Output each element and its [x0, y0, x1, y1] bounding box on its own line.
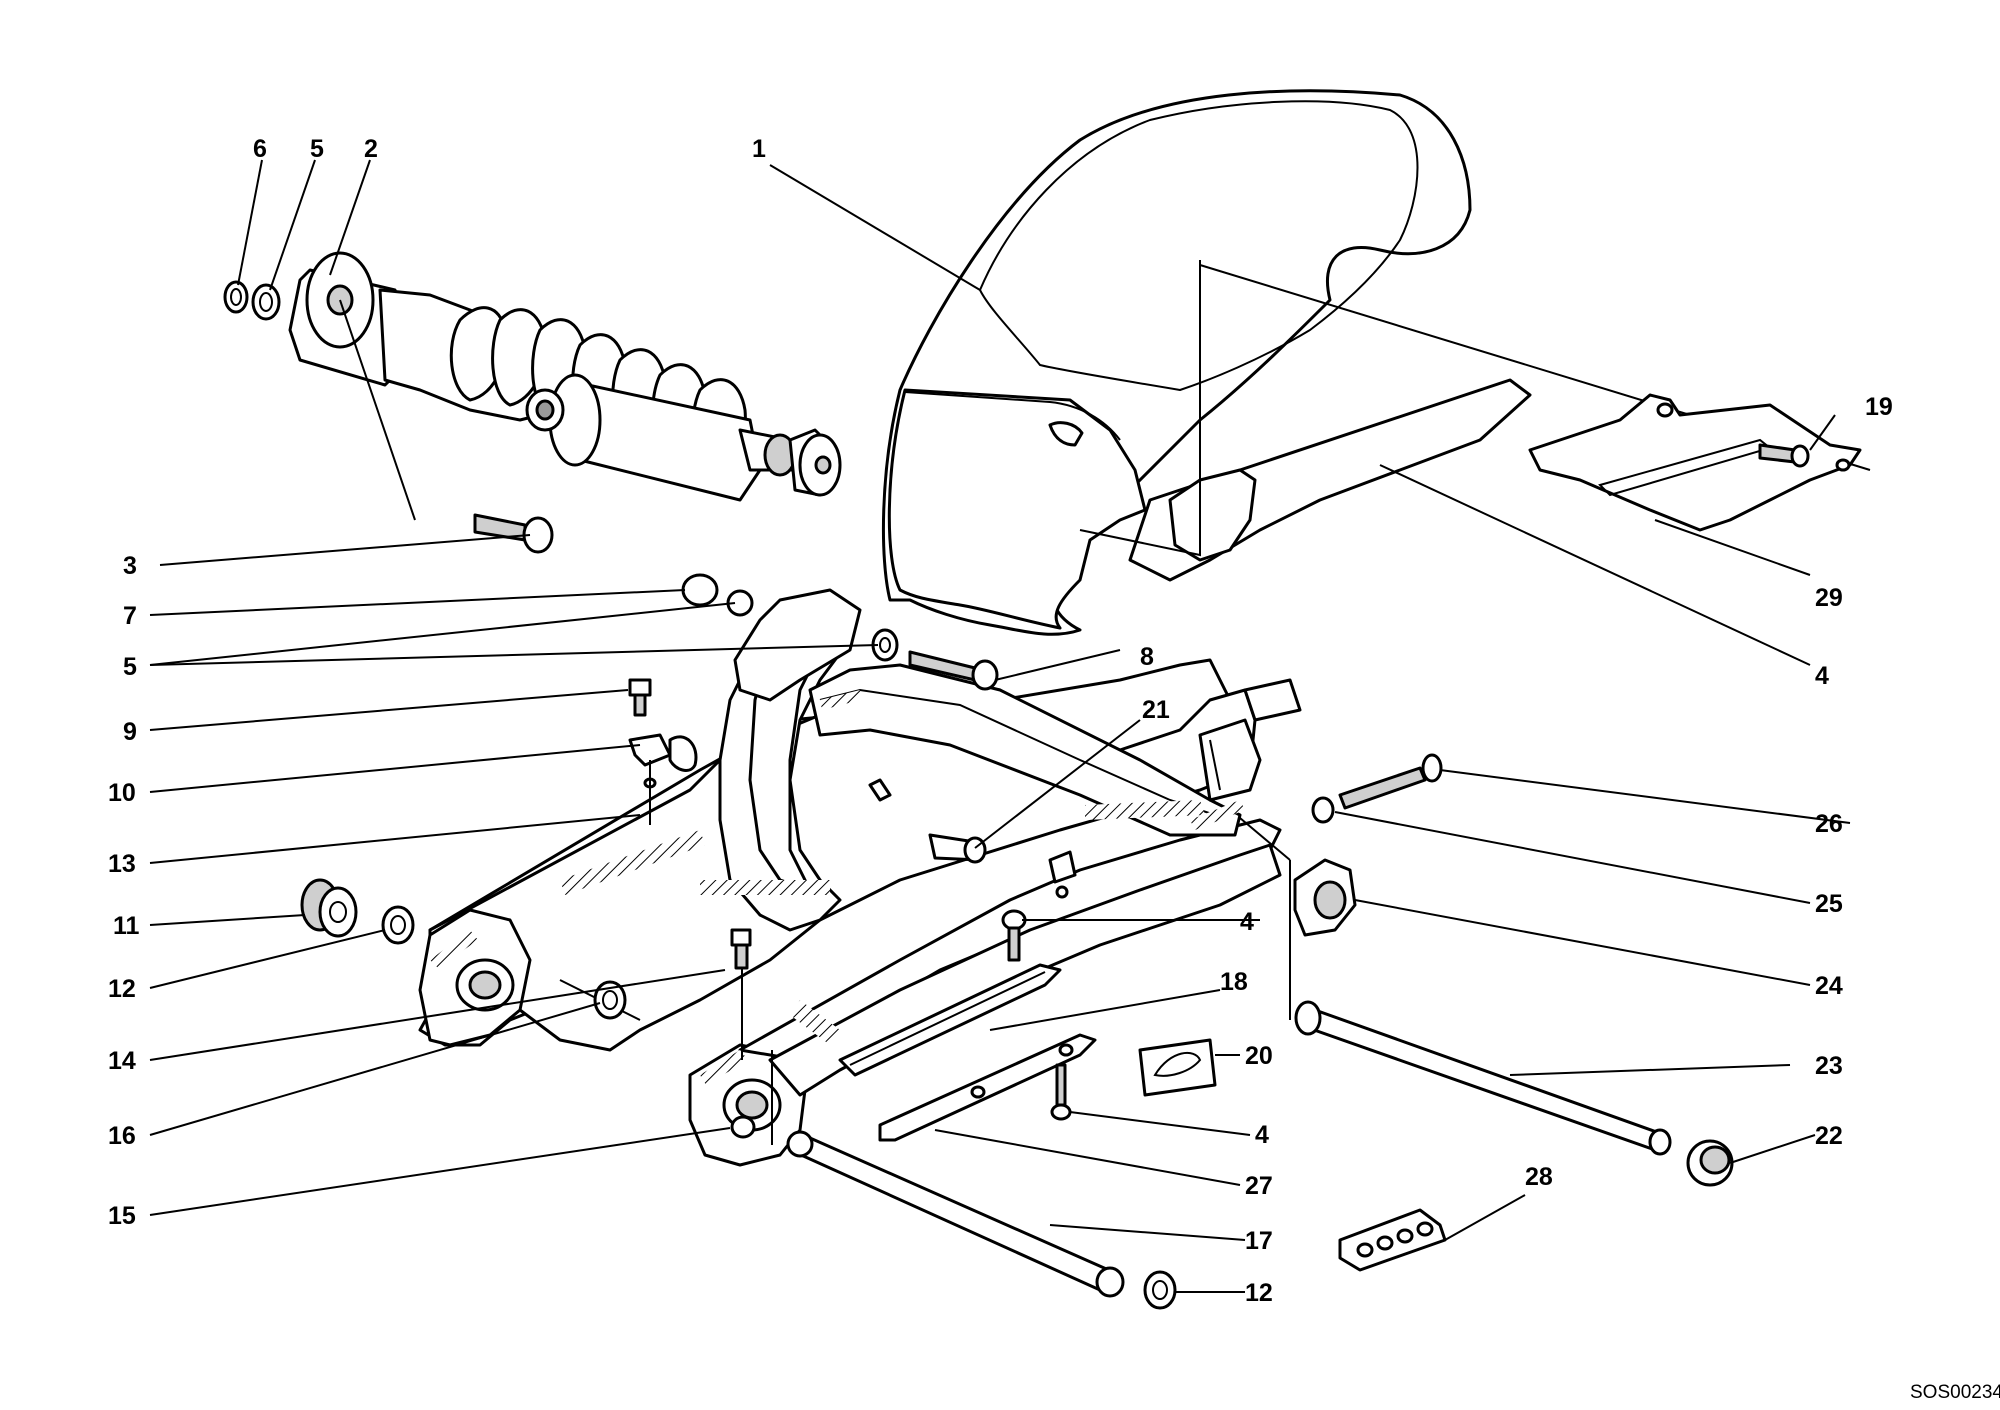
callout-4b: 4: [1240, 908, 1254, 936]
rear-mudguard: [881, 89, 1472, 636]
callout-6: 6: [253, 135, 267, 163]
callout-7: 7: [123, 602, 137, 630]
plug-15: [730, 1115, 756, 1139]
seal-16: [593, 980, 627, 1020]
washer-5-top: [251, 283, 281, 321]
callout-2: 2: [364, 135, 378, 163]
callout-20: 20: [1245, 1042, 1273, 1070]
screw-4-arm: [1001, 909, 1027, 962]
callout-13: 13: [108, 850, 136, 878]
seal-12-left: [381, 905, 415, 945]
callout-12b: 12: [1245, 1279, 1273, 1307]
drawing-reference: SOS00234: [1910, 1382, 2000, 1403]
chain-slider-18: [838, 963, 1062, 1077]
callout-26: 26: [1815, 810, 1843, 838]
decal-20: [1138, 1038, 1217, 1097]
axle-nut-22: [1686, 1139, 1734, 1187]
pivot-shaft-17: [771, 1050, 1125, 1298]
callout-3: 3: [123, 552, 137, 580]
bolt-8: [908, 650, 999, 691]
callout-27: 27: [1245, 1172, 1273, 1200]
callout-4c: 4: [1255, 1121, 1269, 1149]
shock-absorber: [288, 251, 842, 502]
callout-4a: 4: [1815, 662, 1829, 690]
callout-11: 11: [113, 912, 140, 940]
axle-23: [1289, 860, 1672, 1156]
callout-10: 10: [108, 779, 136, 807]
bolt-3: [339, 299, 554, 554]
bushing-11: [300, 878, 358, 938]
seal-12-right: [1143, 1270, 1177, 1310]
callout-5b: 5: [123, 653, 137, 681]
chain-link-28: [1338, 1208, 1447, 1272]
callout-labels: 1 2 3 4 4 4 5 5 6 7 8 9 10 11 12 12 13 1…: [108, 135, 2000, 1403]
callout-16: 16: [108, 1122, 136, 1150]
cable-clip-10: [628, 733, 698, 825]
screw-4-lower: [1050, 1063, 1072, 1121]
callout-22: 22: [1815, 1122, 1843, 1150]
callout-28: 28: [1525, 1163, 1553, 1191]
bolt-14: [730, 928, 752, 1060]
circlip-6: [223, 280, 249, 314]
bolt-19: [1758, 443, 1810, 468]
pin-21: [928, 833, 987, 864]
lower-guard-27: [878, 1033, 1097, 1142]
callout-29: 29: [1815, 584, 1843, 612]
callout-17: 17: [1245, 1227, 1273, 1255]
chain-guard: [1079, 260, 1871, 582]
callout-9: 9: [123, 718, 137, 746]
callout-5a: 5: [310, 135, 324, 163]
nut-7: [681, 573, 719, 607]
callout-25: 25: [1815, 890, 1843, 918]
leader-lines: [149, 159, 1851, 1293]
callout-1: 1: [752, 135, 766, 163]
callout-19: 19: [1865, 393, 1893, 421]
callout-24: 24: [1815, 972, 1843, 1000]
callout-21: 21: [1142, 696, 1170, 724]
callout-18: 18: [1220, 968, 1248, 996]
bolt-9: [628, 678, 652, 717]
adjuster-24: [1293, 858, 1357, 937]
callout-14: 14: [108, 1047, 136, 1075]
callout-8: 8: [1140, 643, 1154, 671]
chain-slider-guard: [1528, 393, 1862, 532]
callout-12a: 12: [108, 975, 136, 1003]
bolt-26: [1338, 753, 1443, 810]
callout-15: 15: [108, 1202, 136, 1230]
nut-25: [1311, 796, 1335, 824]
callout-23: 23: [1815, 1052, 1843, 1080]
